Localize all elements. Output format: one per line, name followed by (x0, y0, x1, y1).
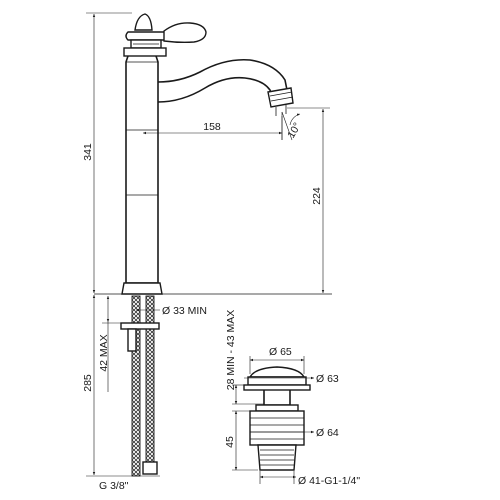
threaded-rod (127, 328, 137, 352)
drain-cap (243, 366, 311, 391)
braided-hose-right (145, 295, 155, 463)
hose-nut (142, 461, 158, 475)
dim-total-height: 341 (82, 12, 132, 293)
drain-drawing: Ø 65 Ø 63 Ø 64 28 MIN - 43 MAX 45 Ø 41 (224, 310, 360, 487)
dim-flange-diameter-label: Ø 63 (316, 373, 339, 385)
faucet-column (121, 55, 163, 295)
dim-adjust-range-label: 28 MIN - 43 MAX (225, 310, 237, 391)
dim-hose-length: 285 (82, 295, 160, 477)
dim-cap-diameter: Ø 65 (249, 346, 305, 374)
dim-hose-thread: G 3/8" (99, 480, 129, 492)
drain-body (249, 390, 305, 471)
dim-hole-diameter-label: Ø 33 MIN (162, 305, 207, 317)
dim-total-height-label: 341 (82, 143, 94, 161)
dim-drain-thread: Ø 41-G1-1/4" (259, 471, 360, 487)
fixing-plate (120, 322, 160, 330)
dim-max-thickness: 42 MAX (98, 296, 122, 392)
dim-spout-reach-label: 158 (203, 121, 221, 133)
dim-spout-angle-label: 10° (285, 121, 303, 141)
dim-max-thickness-label: 42 MAX (98, 334, 110, 371)
mounting-assembly (120, 295, 160, 477)
dim-drain-height: 45 (224, 410, 258, 471)
dim-spout-height: 224 (287, 107, 330, 293)
dim-hose-length-label: 285 (82, 374, 94, 392)
dim-hose-thread-label: G 3/8" (99, 480, 129, 492)
dim-drain-height-label: 45 (224, 436, 236, 448)
dim-cap-diameter-label: Ø 65 (269, 346, 292, 358)
dim-hole-diameter: Ø 33 MIN (136, 305, 207, 317)
dim-flange-diameter: Ø 63 (244, 373, 339, 385)
faucet-drawing: 341 158 10° 224 285 (82, 12, 332, 492)
dim-spout-reach: 158 (143, 116, 283, 140)
lever-handle (123, 13, 207, 57)
dim-body-diameter-label: Ø 64 (316, 427, 339, 439)
faucet-spout (157, 58, 294, 116)
dim-adjust-range: 28 MIN - 43 MAX (225, 310, 264, 405)
dim-spout-height-label: 224 (311, 187, 323, 205)
dim-drain-thread-label: Ø 41-G1-1/4" (298, 475, 360, 487)
dim-spout-angle: 10° (281, 111, 304, 141)
dim-body-diameter: Ø 64 (250, 427, 339, 439)
